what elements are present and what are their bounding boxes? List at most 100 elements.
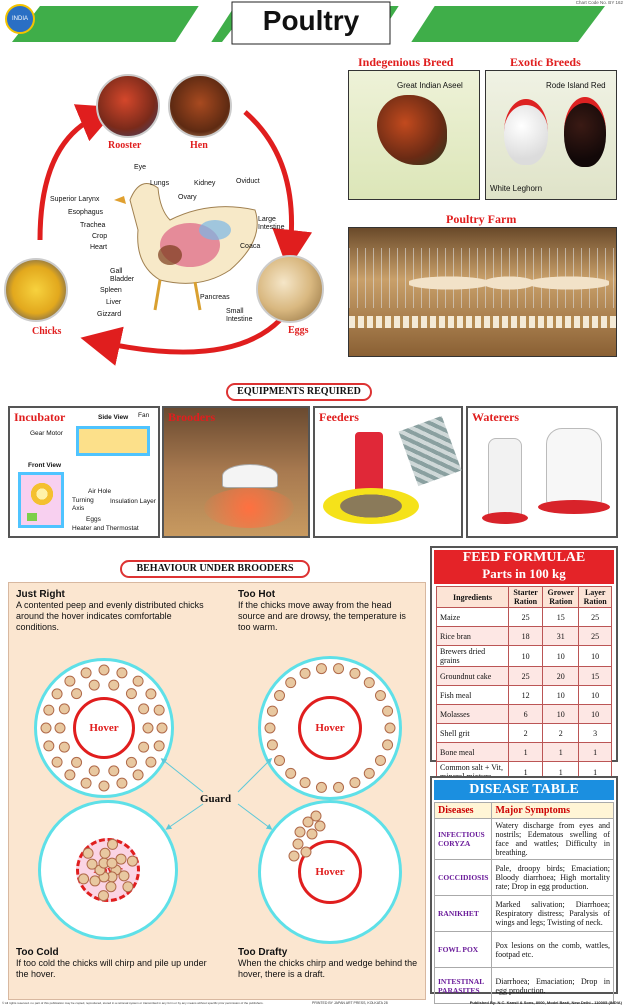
hover-just-right: Hover [73, 697, 135, 759]
chick-dot [82, 847, 94, 859]
feeders-title: Feeders [319, 410, 359, 424]
chick-dot [266, 739, 278, 751]
exotic-breeds-photo: Rode Island Red White Leghorn [485, 70, 617, 200]
anatomy-label-large-intestine: Large Intestine [258, 216, 285, 231]
chick-dot [88, 765, 100, 777]
incubator-heater-label: Heater and Thermostat [72, 525, 139, 532]
chick-dot [382, 739, 394, 751]
waterer-small-base [482, 512, 528, 524]
feeder-pan [323, 488, 419, 524]
anatomy-label-heart: Heart [90, 244, 108, 251]
feed-value: 10 [578, 645, 612, 667]
chick-dot [153, 740, 165, 752]
guard-arrows [160, 757, 273, 830]
chick-dot [264, 722, 276, 734]
feed-value: 10 [578, 685, 612, 705]
chick-dot [43, 740, 55, 752]
disease-name: RANIKHET [433, 895, 493, 932]
chick-dot [78, 873, 90, 885]
chick-dot [299, 777, 311, 789]
incubator-insulation-label: Insulation Layer [110, 498, 156, 505]
chick-dot [64, 769, 76, 781]
waterer-small [488, 438, 522, 518]
incubator-turning-axis-label: Turning Axis [72, 497, 94, 512]
chick-dot [156, 722, 168, 734]
brooders-panel: Brooders [162, 406, 310, 538]
chick-dot [105, 881, 117, 893]
disease-name: COCCIDIOSIS [433, 859, 493, 896]
chick-dot [107, 838, 119, 850]
feed-value: 25 [507, 666, 544, 686]
too-drafty-heading: Too Drafty [238, 947, 288, 958]
anatomy-label-lungs: Lungs [150, 180, 170, 187]
disease-col-diseases: Diseases [433, 802, 493, 819]
chick-dot [116, 667, 128, 679]
anatomy-label-eye: Eye [134, 164, 147, 171]
feeders-panel: Feeders [313, 406, 463, 538]
hen-label: Hen [190, 140, 208, 151]
chick-dot [374, 690, 386, 702]
rhode-island-red-figure [564, 97, 606, 167]
feed-value: 15 [578, 666, 612, 686]
anatomy-label-trachea: Trachea [80, 222, 106, 229]
eggs-image [256, 255, 324, 323]
feed-value: 10 [507, 645, 544, 667]
chick-dot [54, 722, 66, 734]
incubator-fan-label: Fan [138, 412, 150, 419]
chick-dot [64, 675, 76, 687]
chick-dots [40, 663, 396, 902]
just-right-body: A contented peep and evenly distributed … [16, 600, 204, 632]
feed-value: 1 [578, 742, 612, 762]
disease-symptoms: Marked salivation; Diarrhoea; Respirator… [491, 895, 614, 932]
feed-col-grower: Grower Ration [542, 586, 580, 608]
white-leghorn-figure [504, 99, 548, 165]
disease-symptoms: Pox lesions on the comb, wattles, footpa… [491, 931, 614, 968]
hover-label: Hover [315, 722, 345, 734]
disease-title: DISEASE TABLE [434, 780, 614, 800]
rooster-label: Rooster [108, 140, 142, 151]
chick-dot [71, 756, 83, 768]
chick-dot [153, 704, 165, 716]
chick-dot [285, 677, 297, 689]
chick-dot [99, 847, 111, 859]
anatomy-label-kidney: Kidney [194, 180, 216, 187]
anatomy-label-crop: Crop [92, 233, 108, 240]
chick-dot [288, 850, 300, 862]
chick-dot [86, 858, 98, 870]
chick-dot [40, 722, 52, 734]
feed-value: 31 [542, 626, 580, 646]
incubator-front-view-label: Front View [28, 462, 62, 469]
chick-dot [80, 777, 92, 789]
chick-dot [294, 826, 306, 838]
incubator-egg-wheel [29, 481, 55, 507]
incubator-front-view [18, 472, 64, 528]
waterers-title: Waterers [472, 410, 520, 424]
disease-col-symptoms: Major Symptoms [491, 802, 614, 819]
too-hot-body: If the chicks move away from the head so… [238, 600, 406, 632]
guard-label: Guard [200, 793, 232, 805]
disease-name: FOWL POX [433, 931, 493, 968]
chick-dot [315, 781, 327, 793]
feed-value: 6 [507, 704, 544, 724]
brooder-glow [204, 488, 294, 528]
feed-value: 10 [542, 704, 580, 724]
page-title: Poultry [262, 5, 360, 36]
footer-mid: PRINTED BY JAPAN ART PRESS, KOLKATA 28 [312, 1001, 388, 1005]
too-cold-heading: Too Cold [16, 947, 59, 958]
anatomy-label-esophagus: Esophagus [68, 209, 104, 216]
feed-subtitle: Parts in 100 kg [482, 566, 566, 581]
chick-dot [71, 688, 83, 700]
chick-dot [98, 780, 110, 792]
chick-dot [88, 679, 100, 691]
header-stripes [12, 1, 605, 45]
equipments-title: EQUIPMENTS REQUIRED [226, 383, 372, 401]
header-bar: INDIA Poultry Chart Code No. BY 162 [0, 0, 625, 46]
anatomy-label-spleen: Spleen [100, 287, 122, 294]
feed-ingredient: Bone meal [436, 742, 509, 762]
